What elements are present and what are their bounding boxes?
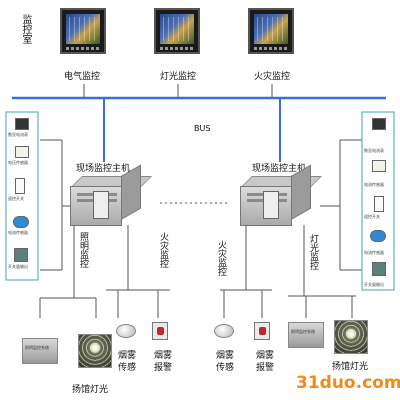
current-sensor-device <box>13 216 29 228</box>
panel-caption: 照明监控系统 <box>291 329 315 334</box>
fire-device-label-right-0: 烟雾 传感 <box>216 351 235 373</box>
right-device-label-4: 开关量输出 <box>364 282 384 287</box>
branch-label-right-fire: 火灾监控 <box>216 240 226 276</box>
host-label-left: 现场监控主机 <box>76 164 131 174</box>
fire-monitor-display <box>248 8 294 54</box>
branch-label-left-fire: 火灾监控 <box>158 232 168 268</box>
watermark-logo: 31duo.com <box>296 373 400 393</box>
left-device-label-4: 开关量输出 <box>8 264 28 269</box>
right-device-label-1: 电流传感器 <box>364 182 384 187</box>
smoke-alarm-icon <box>152 322 168 340</box>
stadium-light-label-left: 扬馆灯光 <box>72 385 109 395</box>
monitor-label-fire: 火灾监控 <box>254 72 291 82</box>
host-server-right <box>240 164 322 226</box>
electrical-monitor-display <box>60 8 106 54</box>
lighting-control-panel-photo: 照明监控系统 <box>288 322 324 348</box>
digital-ammeter-device <box>372 118 386 130</box>
branch-label-right-lighting: 灯光监控 <box>308 234 318 270</box>
smoke-sensor-icon <box>214 324 234 338</box>
digital-ammeter-device <box>15 118 29 130</box>
left-device-label-2: 遥控开关 <box>8 196 24 201</box>
lighting-control-panel-photo: 照明监控系统 <box>22 338 58 364</box>
current-sensor-device <box>372 160 386 172</box>
fire-device-label-left-1: 烟雾 报警 <box>154 351 173 373</box>
voltage-sensor-device <box>15 146 29 158</box>
bus-label: BUS <box>194 124 211 133</box>
monitor-room-label: 监控室 <box>20 14 31 44</box>
right-device-label-3: 电流传感器 <box>364 250 384 255</box>
remote-switch-device <box>15 178 25 194</box>
right-device-panel-border <box>361 111 395 291</box>
switch-output-device <box>14 248 28 262</box>
branch-label-left-lighting: 照明监控 <box>78 232 88 268</box>
stadium-light-photo <box>78 334 112 368</box>
right-device-label-2: 遥控开关 <box>364 214 380 219</box>
lighting-monitor-display <box>154 8 200 54</box>
fire-device-label-left-0: 烟雾 传感 <box>118 351 137 373</box>
monitor-label-electrical: 电气监控 <box>64 72 101 82</box>
stadium-light-label-right: 扬馆灯光 <box>332 362 369 372</box>
smoke-sensor-icon <box>116 324 136 338</box>
right-device-label-0: 数显电流表 <box>364 148 384 153</box>
monitor-label-lighting: 灯光监控 <box>160 72 197 82</box>
host-label-right: 现场监控主机 <box>252 164 307 174</box>
host-server-left <box>70 164 152 226</box>
current-sensor-device <box>370 230 386 242</box>
switch-output-device <box>372 262 386 276</box>
left-device-label-3: 电流传感器 <box>8 230 28 235</box>
fire-device-label-right-1: 烟雾 报警 <box>256 351 275 373</box>
left-device-label-1: 电压传感器 <box>8 160 28 165</box>
stadium-light-photo <box>334 320 368 354</box>
smoke-alarm-icon <box>254 322 270 340</box>
panel-caption: 照明监控系统 <box>25 345 49 350</box>
left-device-panel-border <box>5 111 39 281</box>
left-device-label-0: 数显电流表 <box>8 132 28 137</box>
remote-switch-device <box>374 196 384 212</box>
